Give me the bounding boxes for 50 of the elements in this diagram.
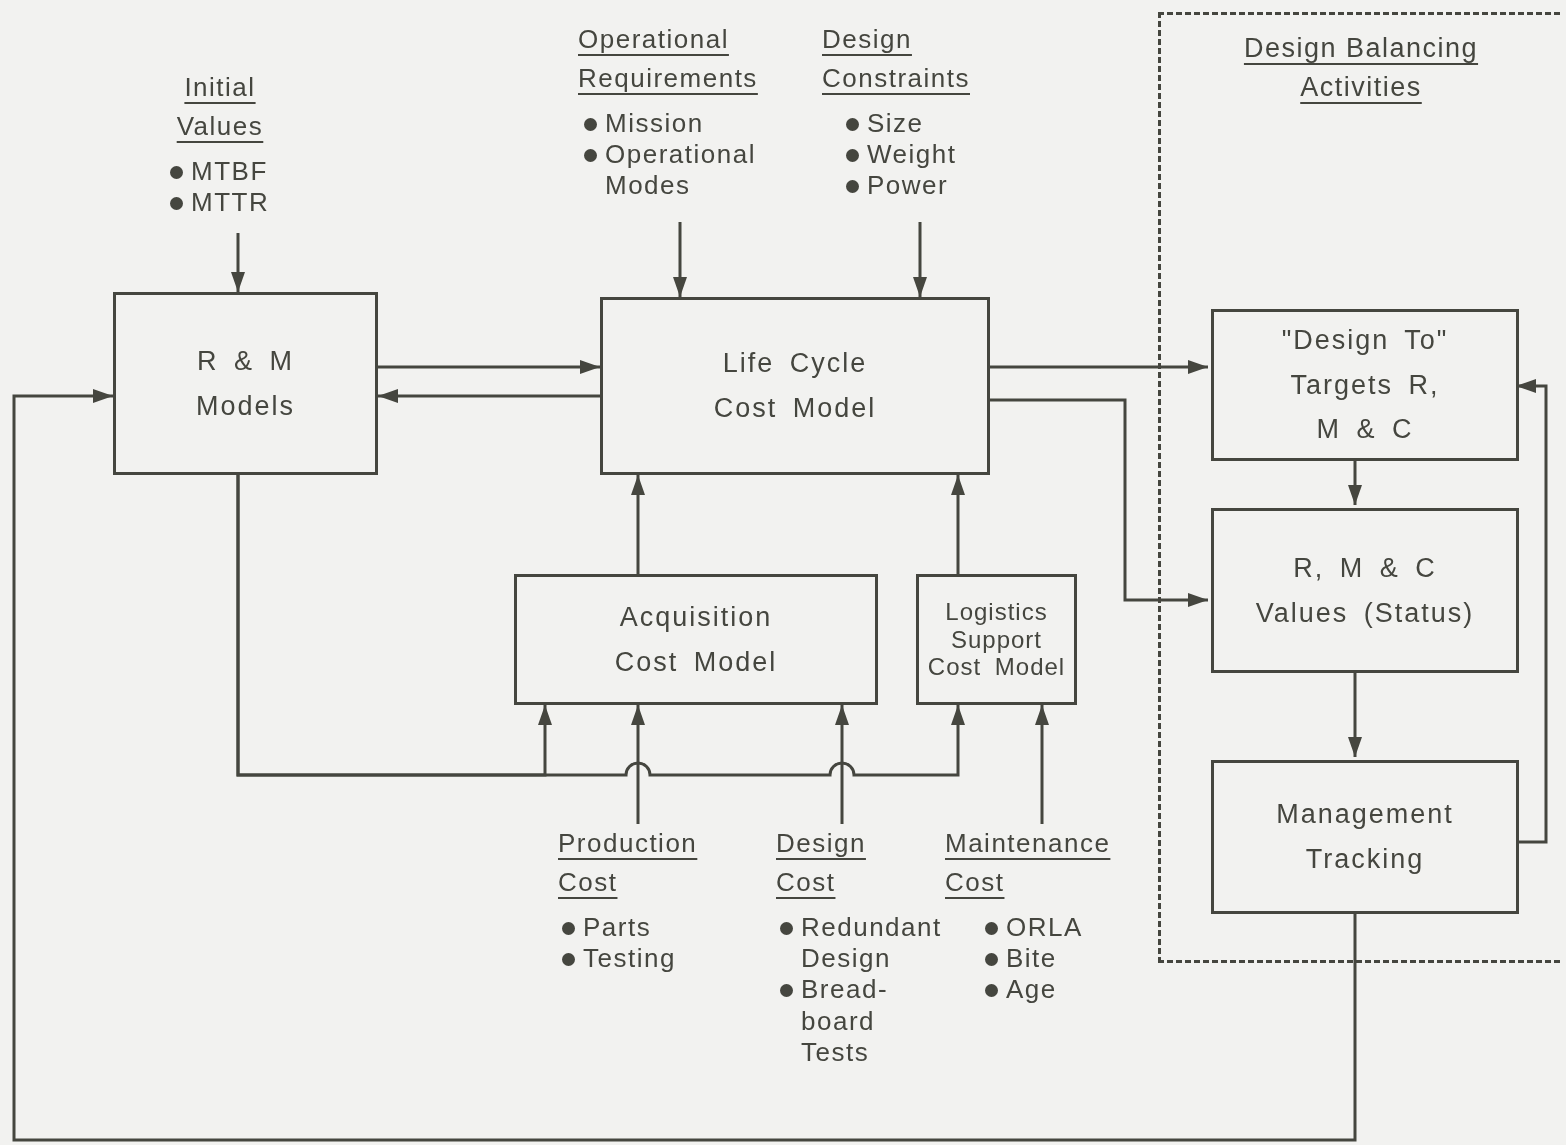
arrow	[631, 475, 645, 574]
group-heading: Design Balancing Activities	[1242, 32, 1480, 105]
bullet-item: Bite	[1006, 943, 1057, 975]
arrow	[236, 475, 965, 777]
bullet-item: Mission	[605, 108, 704, 140]
bullet-item: Weight	[867, 139, 957, 171]
input-heading: Design Cost	[776, 827, 867, 899]
bullet-item: Age	[1006, 974, 1057, 1006]
arrow	[990, 398, 1208, 607]
box-label: R, M & C Values (Status)	[1254, 551, 1476, 630]
box-label: Acquisition Cost Model	[613, 600, 779, 679]
process-box	[916, 574, 1077, 705]
box-label: Management Tracking	[1275, 798, 1455, 876]
arrow	[378, 360, 600, 374]
box-label: "Design To" Targets R, M & C	[1280, 324, 1450, 447]
input-heading: Initial Values	[175, 71, 265, 143]
box-label: Logistics Support Cost Model	[926, 598, 1067, 681]
bullet-item: Operational Modes	[605, 139, 757, 202]
box-label: Life Cycle Cost Model	[712, 347, 878, 425]
bullet-item: Testing	[583, 943, 676, 975]
bullet-item: Power	[867, 170, 949, 202]
process-box	[113, 292, 378, 475]
input-heading: Production Cost	[558, 827, 699, 899]
input-heading: Design Constraints	[822, 23, 971, 95]
process-box	[1211, 309, 1519, 461]
bullet-item: MTTR	[191, 187, 270, 219]
process-box	[600, 297, 990, 475]
arrow	[990, 360, 1208, 374]
bullet-item: Redundant Design	[801, 912, 942, 975]
arrow	[835, 705, 849, 824]
bullet-item: ORLA	[1006, 912, 1083, 944]
arrow	[913, 222, 927, 297]
arrow	[1035, 705, 1049, 824]
box-label: R & M Models	[194, 344, 296, 423]
process-box	[514, 574, 878, 705]
bullet-item: Bread- board Tests	[801, 974, 890, 1068]
arrow	[231, 233, 245, 292]
process-box	[1211, 508, 1519, 673]
input-heading: Maintenance Cost	[945, 827, 1112, 899]
arrow	[12, 389, 1357, 1142]
arrow	[951, 475, 965, 574]
process-box	[1211, 760, 1519, 914]
bullet-item: Size	[867, 108, 924, 140]
input-heading: Operational Requirements	[578, 23, 759, 95]
arrow	[631, 705, 645, 824]
bullet-item: Parts	[583, 912, 652, 944]
arrow	[673, 222, 687, 297]
arrow	[378, 389, 600, 403]
bullet-item: MTBF	[191, 156, 268, 188]
dashed-group-boundary	[1158, 12, 1560, 963]
